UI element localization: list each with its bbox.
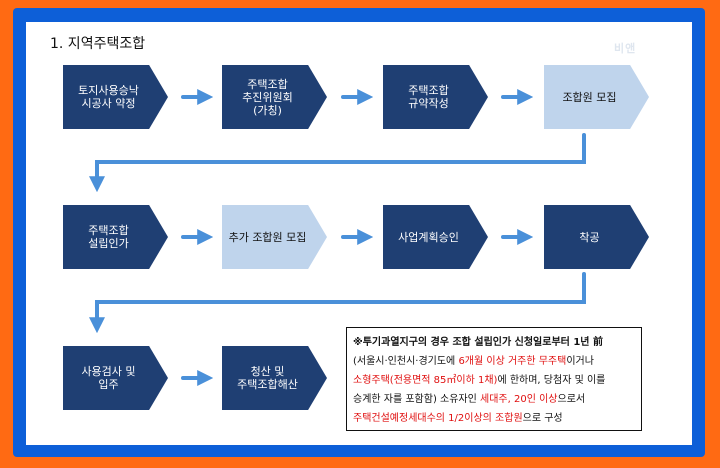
step-additional-recruitment: 추가 조합원 모집: [222, 205, 327, 269]
step-promotion-committee: 주택조합 추진위원회 (가칭): [222, 65, 327, 129]
step-bylaws-drafting: 주택조합 규약작성: [383, 65, 488, 129]
watermark: 비앤: [614, 42, 637, 55]
step-inspection-move-in: 사용검사 및 입주: [63, 346, 168, 410]
step-construction-start: 착공: [544, 205, 649, 269]
note-line-4: 승계한 자를 포함함) 소유자인 세대주, 20인 이상으로서: [353, 394, 586, 405]
step-member-recruitment: 조합원 모집: [544, 65, 649, 129]
note-line-1: ※투기과열지구의 경우 조합 설립인가 신청일로부터 1년 前: [353, 337, 603, 348]
step-business-plan-approval: 사업계획승인: [383, 205, 488, 269]
note-line-5: 주택건설예정세대수의 1/2이상의 조합원으로 구성: [353, 413, 563, 424]
note-line-2: (서울시·인천시·경기도에 6개월 이상 거주한 무주택이거나: [353, 356, 594, 367]
page-title: 1. 지역주택조합: [50, 36, 146, 52]
eligibility-note: ※투기과열지구의 경우 조합 설립인가 신청일로부터 1년 前 (서울시·인천시…: [346, 327, 642, 431]
step-liquidation-dissolution: 청산 및 주택조합해산: [222, 346, 327, 410]
step-establishment-approval: 주택조합 설립인가: [63, 205, 168, 269]
step-land-use-consent: 토지사용승낙 시공사 약정: [63, 65, 168, 129]
note-line-3: 소형주택(전용면적 85㎡이하 1채)에 한하며, 당첨자 및 이를: [353, 375, 606, 386]
